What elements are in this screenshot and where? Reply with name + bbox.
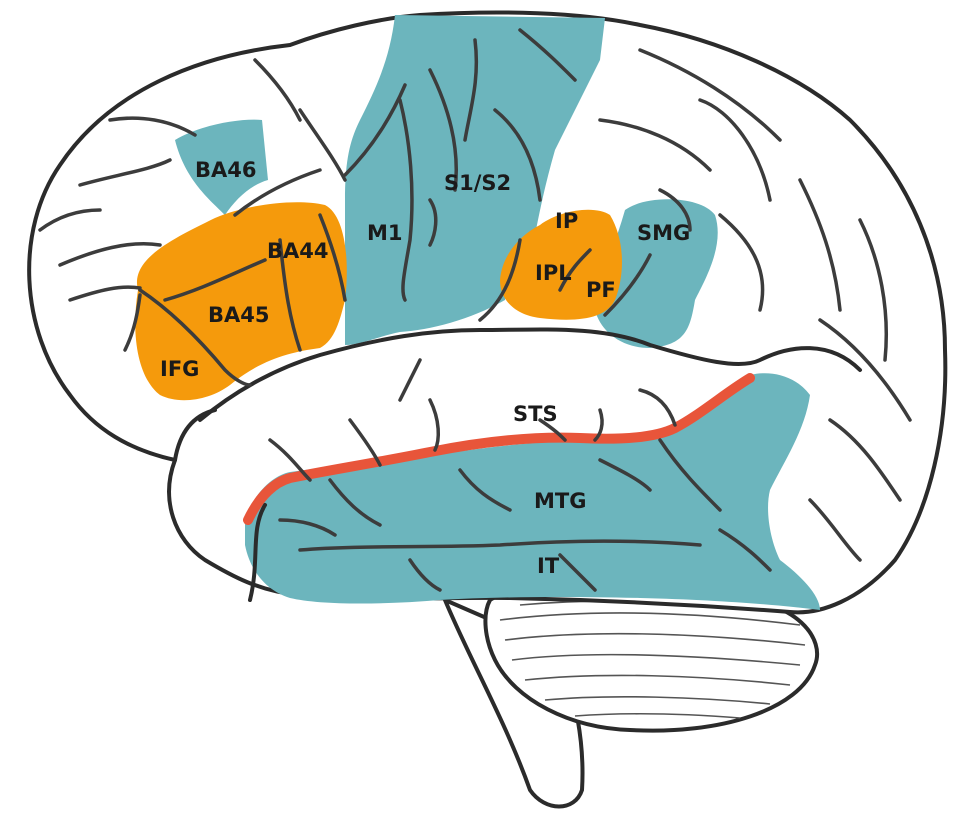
- label-m1: M1: [367, 221, 403, 245]
- label-smg: SMG: [637, 221, 690, 245]
- broca-region: [135, 202, 347, 401]
- label-pf: PF: [586, 278, 616, 302]
- sts-sulcus-band: [243, 373, 755, 525]
- major-sulci: [173, 327, 862, 602]
- label-sts: STS: [513, 402, 558, 426]
- label-ip: IP: [555, 209, 578, 233]
- label-ba45: BA45: [208, 303, 269, 327]
- label-ba44: BA44: [267, 239, 328, 263]
- label-s1s2: S1/S2: [444, 171, 511, 195]
- region-labels: BA46 BA44 BA45 IFG M1 S1/S2 IP IPL PF SM…: [160, 158, 690, 578]
- label-ifg: IFG: [160, 357, 199, 381]
- label-ipl: IPL: [535, 261, 572, 285]
- label-mtg: MTG: [534, 489, 586, 513]
- ipl-region: [500, 209, 622, 320]
- ba46-region: [175, 119, 268, 215]
- gyri-lines: [38, 28, 912, 592]
- label-it: IT: [537, 554, 560, 578]
- smg-region: [595, 199, 718, 348]
- orange-regions: [135, 202, 622, 401]
- label-ba46: BA46: [195, 158, 256, 182]
- m1-s1s2-region: [345, 15, 605, 345]
- cerebellum-folia: [499, 600, 806, 719]
